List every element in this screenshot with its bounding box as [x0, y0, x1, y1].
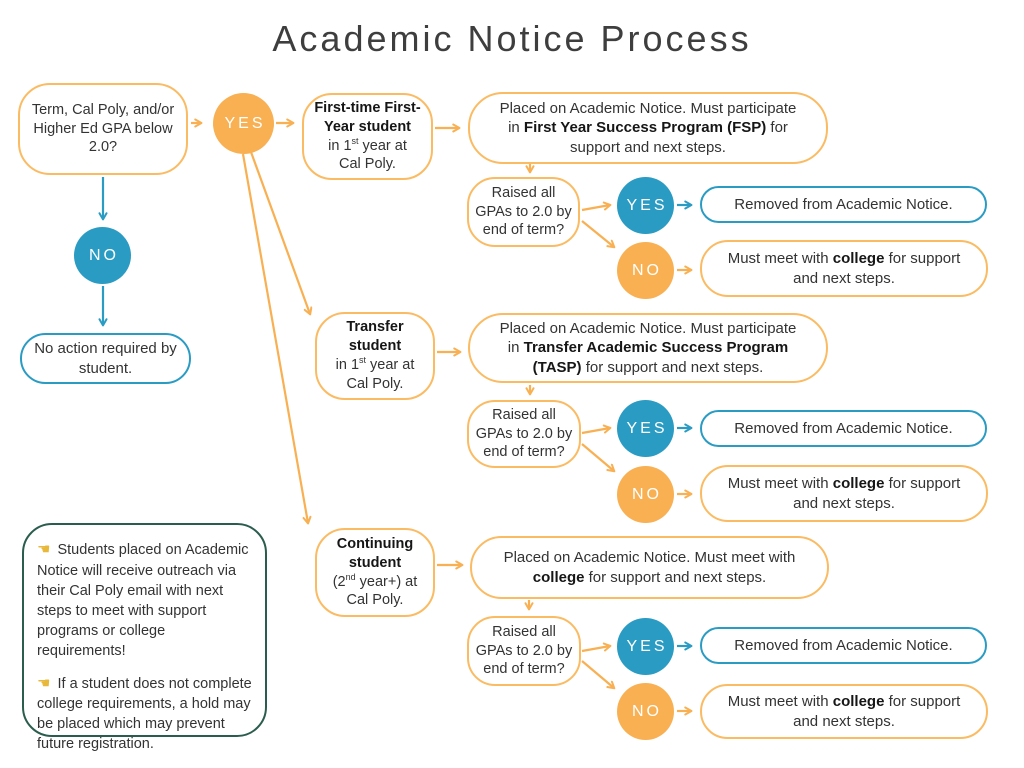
- student-type-name-line1: Transfer: [346, 319, 404, 336]
- yes-node: YES: [617, 400, 674, 457]
- start-question-box: Term, Cal Poly, and/or Higher Ed GPA bel…: [18, 83, 188, 175]
- student-type-campus: Cal Poly.: [346, 592, 404, 609]
- student-type-campus: Cal Poly.: [346, 375, 404, 392]
- student-type-name-line2: student: [348, 338, 402, 355]
- yes-label: YES: [626, 419, 668, 437]
- gpa-question-box: Raised all GPAs to 2.0 by end of term?: [467, 616, 581, 686]
- student-type-name-line1: First-time First-: [314, 99, 421, 116]
- must-meet-outcome-text: Must meet with college for support and n…: [727, 475, 961, 512]
- gpa-question-text: Raised all GPAs to 2.0 by end of term?: [475, 184, 572, 239]
- notice-text: Placed on Academic Notice. Must particip…: [499, 319, 797, 376]
- removed-outcome-box: Removed from Academic Notice.: [700, 410, 987, 447]
- arrow-question0-to-no0: [581, 220, 614, 247]
- must-meet-outcome-box: Must meet with college for support and n…: [700, 465, 988, 522]
- student-type-name-line2: student: [348, 554, 402, 571]
- student-type-detail: in 1st year at: [335, 355, 415, 373]
- gpa-question-text: Raised all GPAs to 2.0 by end of term?: [475, 623, 573, 678]
- note-paragraph-1: ☚ Students placed on Academic Notice wil…: [37, 541, 249, 659]
- gpa-question-box: Raised all GPAs to 2.0 by end of term?: [467, 177, 580, 247]
- page-title: Academic Notice Process: [272, 18, 752, 59]
- no-node: NO: [617, 683, 674, 740]
- notice-box-continuing: Placed on Academic Notice. Must meet wit…: [470, 536, 829, 599]
- start-question-text: Term, Cal Poly, and/or Higher Ed GPA bel…: [31, 101, 175, 156]
- root-yes-node: YES: [213, 93, 274, 154]
- gpa-question-text: Raised all GPAs to 2.0 by end of term?: [475, 406, 573, 461]
- student-type-name-line2: Year student: [323, 118, 412, 135]
- student-type-box-continuing: Continuing student (2nd year+) at Cal Po…: [315, 528, 435, 617]
- pointing-left-icon: ☚: [37, 541, 51, 558]
- removed-outcome-box: Removed from Academic Notice.: [700, 186, 987, 223]
- no-node: NO: [617, 466, 674, 523]
- must-meet-outcome-text: Must meet with college for support and n…: [727, 693, 961, 730]
- arrow-question2-to-yes2: [581, 646, 610, 653]
- pointing-left-icon: ☚: [37, 674, 51, 692]
- yes-label: YES: [626, 196, 668, 214]
- arrow-yes-to-transfer: [249, 151, 310, 314]
- yes-node: YES: [617, 177, 674, 234]
- student-type-box-first-time: First-time First- Year student in 1st ye…: [302, 93, 433, 180]
- yes-node: YES: [617, 618, 674, 675]
- root-no-node: NO: [74, 227, 131, 284]
- root-no-label: NO: [89, 246, 119, 264]
- no-action-text: No action required by student.: [34, 340, 177, 377]
- arrow-question0-to-yes0: [581, 205, 610, 212]
- note-paragraph-2: ☚ If a student does not complete college…: [37, 674, 252, 753]
- arrow-yes-to-continuing: [241, 153, 308, 523]
- student-type-detail: in 1st year at: [328, 135, 407, 154]
- must-meet-outcome-text: Must meet with college for support and n…: [727, 250, 961, 287]
- notice-text: Placed on Academic Notice. Must meet wit…: [503, 549, 796, 586]
- arrow-question1-to-no1: [581, 443, 614, 471]
- student-type-name-line1: Continuing: [336, 535, 414, 552]
- gpa-question-box: Raised all GPAs to 2.0 by end of term?: [467, 400, 581, 468]
- no-label: NO: [632, 261, 662, 279]
- removed-outcome-box: Removed from Academic Notice.: [700, 627, 987, 664]
- no-label: NO: [632, 702, 662, 720]
- student-type-detail: (2nd year+) at: [332, 571, 418, 590]
- removed-outcome-text: Removed from Academic Notice.: [734, 636, 953, 654]
- notice-box-first-time: Placed on Academic Notice. Must particip…: [468, 92, 828, 164]
- student-type-campus: Cal Poly.: [339, 156, 396, 173]
- removed-outcome-text: Removed from Academic Notice.: [734, 419, 953, 437]
- arrow-question2-to-no2: [581, 660, 614, 688]
- root-yes-label: YES: [224, 114, 266, 132]
- removed-outcome-text: Removed from Academic Notice.: [734, 195, 953, 213]
- no-node: NO: [617, 242, 674, 299]
- no-label: NO: [632, 485, 662, 503]
- note-box: ☚ Students placed on Academic Notice wil…: [22, 523, 267, 752]
- must-meet-outcome-box: Must meet with college for support and n…: [700, 240, 988, 297]
- notice-box-transfer: Placed on Academic Notice. Must particip…: [468, 313, 828, 383]
- arrow-question1-to-yes1: [581, 428, 610, 435]
- notice-text: Placed on Academic Notice. Must particip…: [499, 99, 797, 156]
- yes-label: YES: [626, 637, 668, 655]
- student-type-box-transfer: Transfer student in 1st year at Cal Poly…: [315, 312, 435, 400]
- no-action-box: No action required by student.: [20, 333, 191, 384]
- must-meet-outcome-box: Must meet with college for support and n…: [700, 684, 988, 739]
